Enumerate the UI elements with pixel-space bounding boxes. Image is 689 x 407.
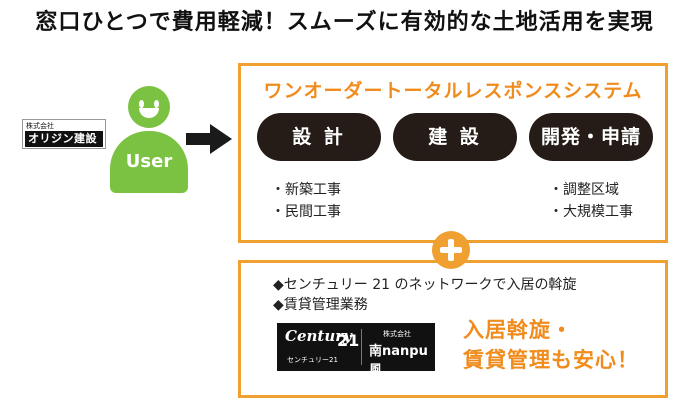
c21-number-text: 21: [337, 331, 360, 350]
company-logo-small-text: 株式会社: [26, 122, 54, 130]
service-item: ◆センチュリー 21 のネットワークで入居の斡旋: [273, 277, 577, 293]
reassurance-text: 入居斡旋・ 賃貸管理も安心！: [463, 315, 639, 375]
system-panel: ワンオーダートータルレスポンスシステム 設 計 建 設 開発・申請 ・新築工事 …: [238, 63, 668, 243]
bullet-item: ・大規模工事: [549, 204, 633, 220]
c21-company-small: 株式会社: [383, 330, 411, 338]
c21-century-text: Century: [285, 327, 352, 345]
right-bullet-list: ・調整区域 ・大規模工事: [549, 179, 633, 223]
services-panel: ◆センチュリー 21 のネットワークで入居の斡旋 ◆賃貸管理業務 Century…: [238, 260, 668, 398]
user-body: User: [110, 131, 188, 193]
pill-design: 設 計: [257, 113, 381, 161]
user-head: [128, 86, 170, 128]
headline: 窓口ひとつで費用軽減！スムーズに有効的な土地活用を実現: [35, 10, 654, 35]
bullet-item: ・民間工事: [271, 204, 341, 220]
service-item: ◆賃貸管理業務: [273, 297, 368, 313]
user-eye-left: [139, 100, 144, 108]
reassurance-line-2: 賃貸管理も安心！: [463, 347, 639, 372]
c21-divider: [361, 329, 362, 365]
arrow-right-icon: [186, 124, 232, 154]
system-title: ワンオーダートータルレスポンスシステム: [263, 80, 643, 102]
user-eye-right: [154, 100, 159, 108]
century21-logo: Century 21 センチュリー21 株式会社 南nanpu風: [277, 323, 435, 378]
reassurance-line-1: 入居斡旋・: [463, 317, 573, 342]
pill-construction: 建 設: [393, 113, 517, 161]
c21-kana-text: センチュリー21: [287, 356, 338, 364]
company-logo-main-text: オリジン建設: [25, 131, 103, 147]
plus-icon: [432, 231, 470, 269]
bullet-item: ・新築工事: [271, 182, 341, 198]
user-label: User: [125, 151, 173, 172]
services-list: ◆センチュリー 21 のネットワークで入居の斡旋 ◆賃貸管理業務: [273, 275, 576, 315]
bullet-item: ・調整区域: [549, 182, 619, 198]
left-bullet-list: ・新築工事 ・民間工事: [271, 179, 341, 223]
company-logo: 株式会社 オリジン建設: [22, 119, 106, 149]
pill-development: 開発・申請: [529, 113, 653, 161]
c21-company-name: 南nanpu風: [369, 344, 428, 378]
user-icon: User: [106, 86, 192, 196]
user-mouth: [139, 108, 159, 118]
